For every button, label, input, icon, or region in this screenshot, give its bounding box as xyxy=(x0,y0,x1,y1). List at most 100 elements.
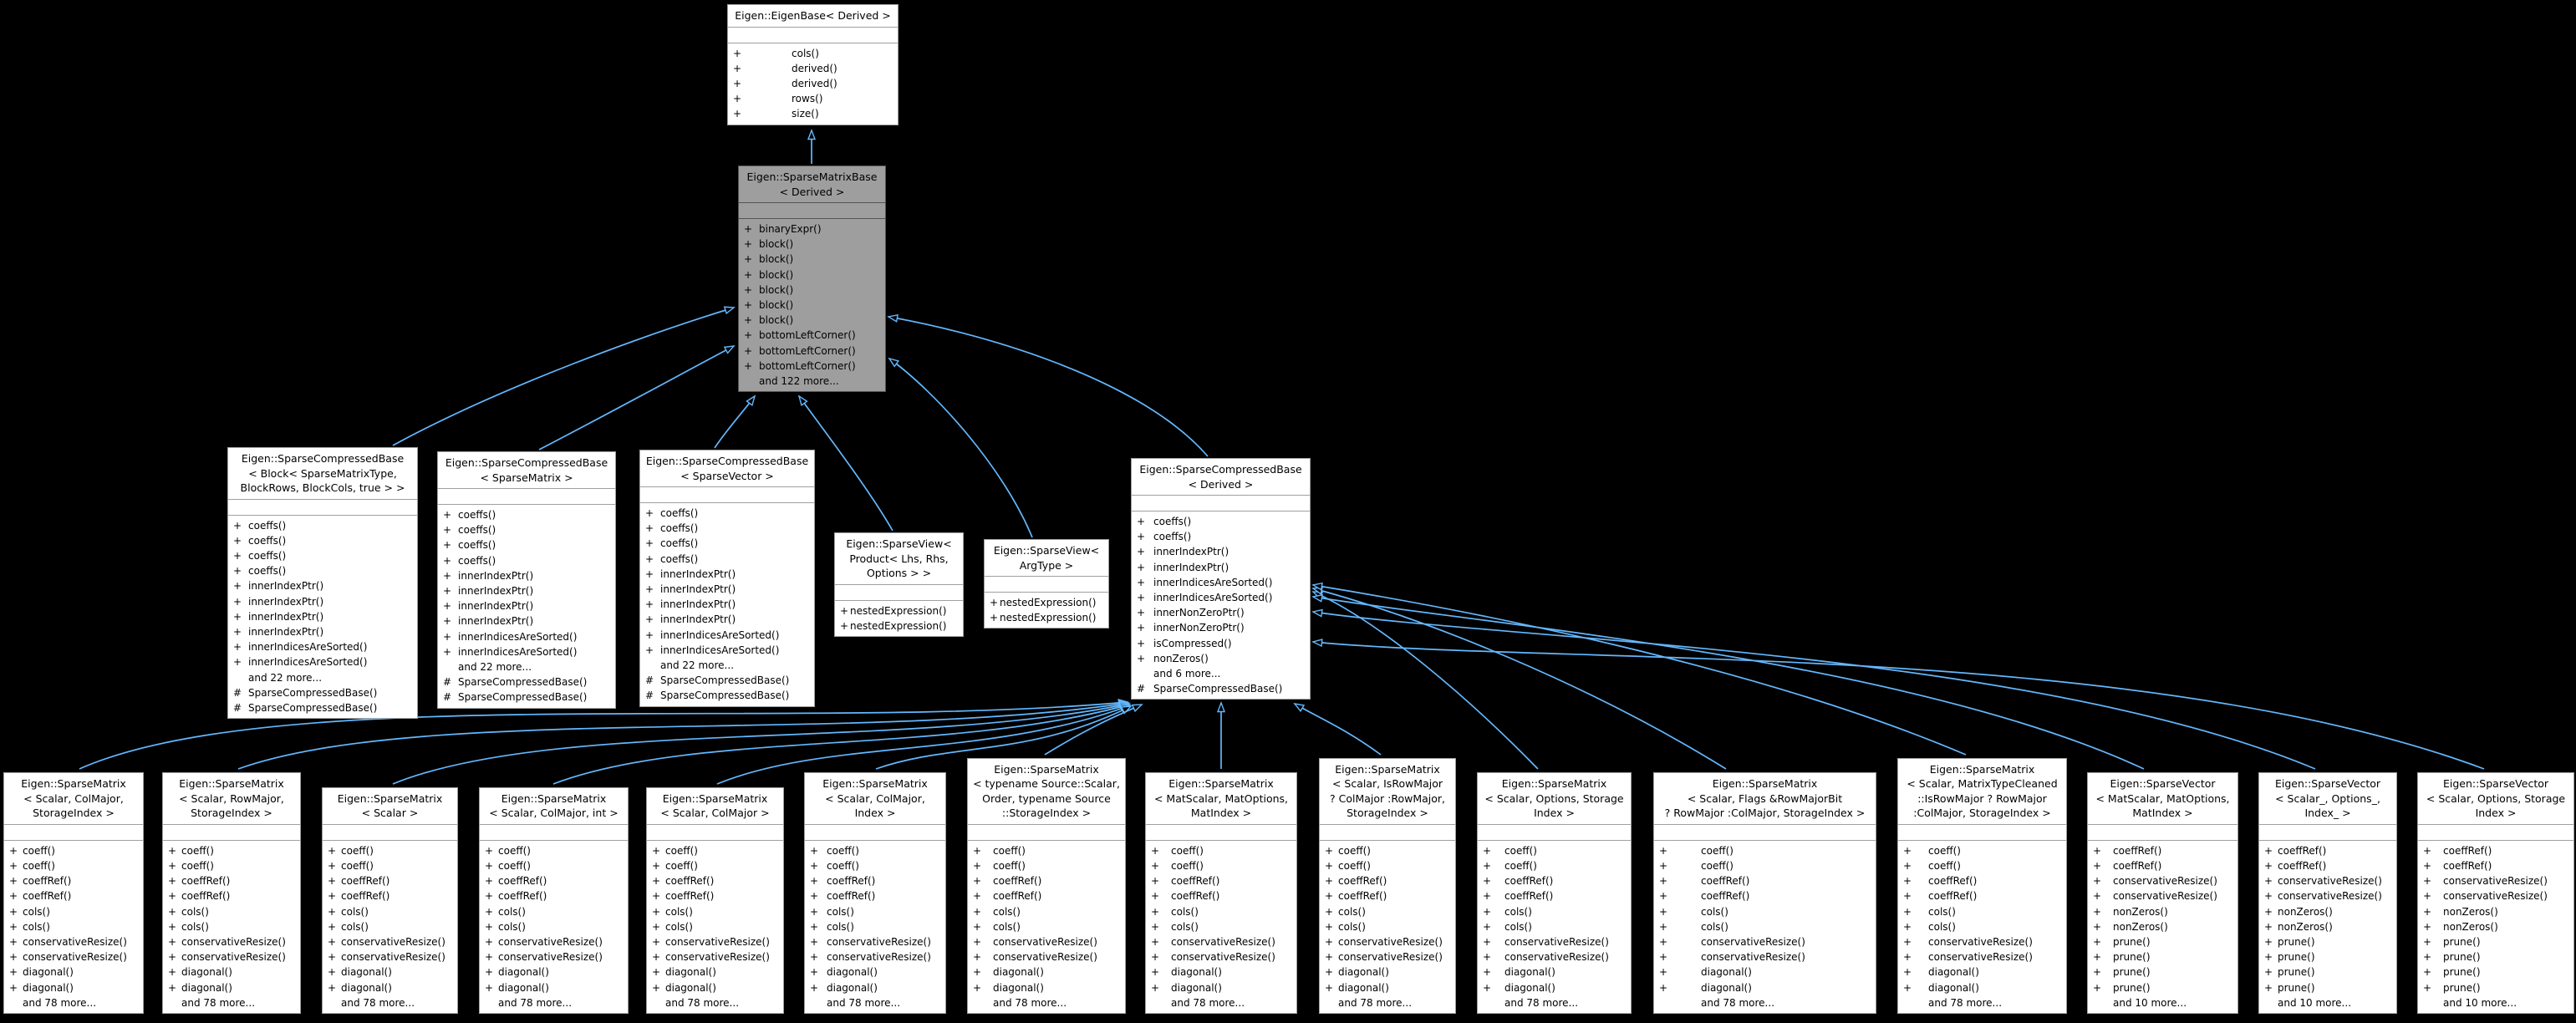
class-node-sparsematrixbase[interactable]: Eigen::SparseMatrixBase< Derived >+binar… xyxy=(738,165,886,393)
class-node-b12[interactable]: Eigen::SparseMatrix< Scalar, MatrixTypeC… xyxy=(1897,757,2067,1014)
member-visibility: + xyxy=(2423,859,2432,872)
member-label: coeffRef() xyxy=(665,890,715,903)
class-node-b14[interactable]: Eigen::SparseVector< Scalar_, Options_,I… xyxy=(2258,772,2397,1014)
members-section: +coeffRef()+coeffRef()+conservativeResiz… xyxy=(2088,841,2237,1013)
member-label: isCompressed() xyxy=(1153,637,1232,649)
class-node-b11[interactable]: Eigen::SparseMatrix< Scalar, Flags &RowM… xyxy=(1653,772,1876,1014)
member-row: +coeffs() xyxy=(645,536,812,551)
member-row: and 78 more... xyxy=(1325,995,1453,1010)
member-label: coeffRef() xyxy=(2278,859,2327,872)
member-visibility: + xyxy=(1137,546,1146,558)
class-node-scb-derived[interactable]: Eigen::SparseCompressedBase< Derived >+c… xyxy=(1131,458,1311,700)
class-node-eigenbase[interactable]: Eigen::EigenBase< Derived >+cols()+deriv… xyxy=(727,4,899,125)
member-label: innerIndexPtr() xyxy=(458,585,534,598)
member-row: +prune() xyxy=(2264,964,2395,980)
member-visibility: + xyxy=(733,47,742,59)
member-label: conservativeResize() xyxy=(181,951,286,964)
member-visibility: + xyxy=(328,966,337,979)
member-visibility: + xyxy=(168,859,177,872)
class-node-b1[interactable]: Eigen::SparseMatrix< Scalar, ColMajor,St… xyxy=(3,772,144,1014)
member-row: +coeffRef() xyxy=(973,888,1123,903)
class-title-line: < Scalar, Options, Storage xyxy=(1484,791,1624,805)
class-node-b3[interactable]: Eigen::SparseMatrix< Scalar >+coeff()+co… xyxy=(322,786,458,1014)
attributes-section xyxy=(805,825,945,841)
member-visibility: + xyxy=(810,966,819,979)
member-row: +innerIndicesAreSorted() xyxy=(443,629,613,644)
member-row: +diagonal() xyxy=(1325,964,1453,980)
member-visibility: + xyxy=(733,93,742,105)
member-row: +coeffs() xyxy=(443,537,613,552)
class-title-line: < Scalar, RowMajor, xyxy=(179,791,284,805)
member-visibility: + xyxy=(990,612,999,624)
member-label: innerIndexPtr() xyxy=(458,615,534,628)
member-label: conservativeResize() xyxy=(2278,890,2382,903)
member-visibility: + xyxy=(652,844,661,857)
member-visibility: + xyxy=(973,981,982,994)
member-visibility: + xyxy=(2093,981,2102,994)
member-label: prune() xyxy=(2443,951,2481,964)
class-node-b10[interactable]: Eigen::SparseMatrix< Scalar, Options, St… xyxy=(1477,772,1632,1014)
members-section: +coeff()+coeff()+coeffRef()+coeffRef()+c… xyxy=(968,841,1125,1013)
member-row: +diagonal() xyxy=(328,964,456,980)
member-label: prune() xyxy=(2113,981,2151,994)
member-label: and 22 more... xyxy=(248,671,323,684)
member-row: +prune() xyxy=(2264,980,2395,995)
member-label: coeffRef() xyxy=(1338,875,1387,888)
member-label: conservativeResize() xyxy=(2278,875,2382,888)
attributes-section xyxy=(1320,825,1455,841)
member-visibility: + xyxy=(443,509,452,521)
member-label: conservativeResize() xyxy=(1701,935,1805,948)
class-title-line: Eigen::SparseVector xyxy=(2274,777,2381,791)
member-row: +innerIndicesAreSorted() xyxy=(233,654,415,669)
member-visibility: + xyxy=(1659,875,1668,888)
member-row: +conservativeResize() xyxy=(1325,934,1453,949)
class-node-b13[interactable]: Eigen::SparseVector< MatScalar, MatOptio… xyxy=(2087,772,2238,1014)
class-title: Eigen::SparseMatrix< Scalar, RowMajor,St… xyxy=(163,773,300,825)
member-row: +coeffRef() xyxy=(9,888,141,903)
class-node-b5[interactable]: Eigen::SparseMatrix< Scalar, ColMajor >+… xyxy=(646,786,784,1014)
class-title-line: < Scalar, Options, Storage xyxy=(2426,791,2566,805)
members-section: +coeff()+coeff()+coeffRef()+coeffRef()+c… xyxy=(647,841,783,1013)
member-row: +diagonal() xyxy=(652,964,781,980)
member-label: block() xyxy=(759,268,794,281)
member-row: +coeffRef() xyxy=(1659,873,1874,888)
class-node-b2[interactable]: Eigen::SparseMatrix< Scalar, RowMajor,St… xyxy=(162,772,301,1014)
class-node-scb-sparsevector[interactable]: Eigen::SparseCompressedBase< SparseVecto… xyxy=(639,450,815,707)
class-node-sv-argtype[interactable]: Eigen::SparseView<ArgType >+nestedExpres… xyxy=(984,539,1109,629)
class-node-b6[interactable]: Eigen::SparseMatrix< Scalar, ColMajor,In… xyxy=(804,772,946,1014)
member-visibility: + xyxy=(2264,844,2273,857)
member-row: +conservativeResize() xyxy=(1151,934,1295,949)
class-node-b15[interactable]: Eigen::SparseVector< Scalar, Options, St… xyxy=(2417,772,2574,1014)
member-label: and 10 more... xyxy=(2113,996,2187,1009)
member-label: coeffRef() xyxy=(665,875,715,888)
member-visibility: + xyxy=(2093,951,2102,964)
class-node-scb-sparsematrix[interactable]: Eigen::SparseCompressedBase< SparseMatri… xyxy=(437,451,616,709)
member-row: +cols() xyxy=(973,919,1123,934)
member-row: +innerIndexPtr() xyxy=(443,613,613,629)
member-row: +coeffRef() xyxy=(2093,843,2236,858)
member-visibility: + xyxy=(2423,875,2432,888)
class-node-b8[interactable]: Eigen::SparseMatrix< MatScalar, MatOptio… xyxy=(1145,772,1297,1014)
class-title: Eigen::SparseMatrix< Scalar, ColMajor,St… xyxy=(4,773,143,825)
class-node-b9[interactable]: Eigen::SparseMatrix< Scalar, IsRowMajor?… xyxy=(1319,757,1456,1014)
member-row: +innerNonZeroPtr() xyxy=(1137,620,1308,635)
class-node-b4[interactable]: Eigen::SparseMatrix< Scalar, ColMajor, i… xyxy=(479,786,629,1014)
member-label: coeffRef() xyxy=(498,890,547,903)
member-row: +conservativeResize() xyxy=(168,934,298,949)
member-row: +innerIndexPtr() xyxy=(1137,544,1308,559)
member-label: cols() xyxy=(498,920,526,933)
class-node-sv-product[interactable]: Eigen::SparseView<Product< Lhs, Rhs,Opti… xyxy=(834,532,964,637)
member-row: +coeff() xyxy=(328,858,456,873)
class-title: Eigen::SparseMatrix< Scalar > xyxy=(323,788,457,825)
member-visibility: + xyxy=(9,859,18,872)
class-node-scb-block[interactable]: Eigen::SparseCompressedBase< Block< Spar… xyxy=(227,447,418,720)
member-label: and 10 more... xyxy=(2443,996,2517,1009)
members-section: +coeff()+coeff()+coeffRef()+coeffRef()+c… xyxy=(1320,841,1455,1013)
member-row: +cols() xyxy=(1659,904,1874,919)
member-row: +innerIndexPtr() xyxy=(645,567,812,582)
member-visibility: + xyxy=(1659,951,1668,964)
member-label: and 122 more... xyxy=(759,375,839,388)
class-node-b7[interactable]: Eigen::SparseMatrix< typename Source::Sc… xyxy=(967,757,1126,1014)
member-row: and 10 more... xyxy=(2423,995,2572,1010)
member-label: cols() xyxy=(1338,920,1366,933)
